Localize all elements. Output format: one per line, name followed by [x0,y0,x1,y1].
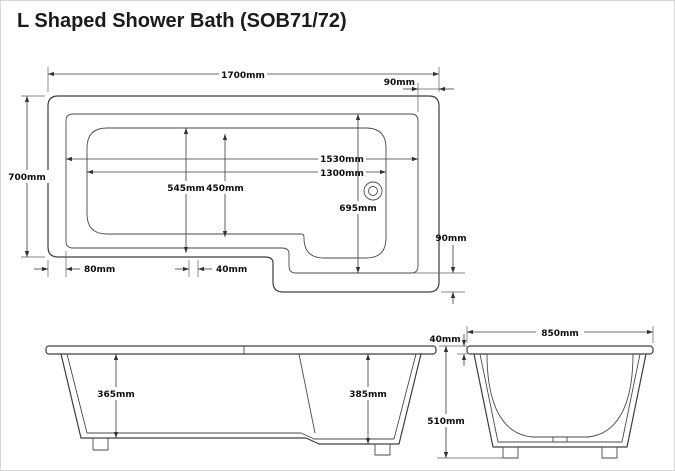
dim-overall-width-label: 700mm [8,173,46,183]
dim-shower-inner-width-label: 695mm [339,204,377,214]
side-step-wall [298,353,316,434]
end-outer-shell [473,353,647,448]
dim-end-height: 510mm [424,346,503,459]
dim-end-rim: 40mm [429,334,467,366]
end-foot-left [502,446,519,459]
end-elevation-view: 850mm 40mm 510mm [424,326,654,459]
dim-bottom-rim-label: 40mm [216,265,247,275]
plan-rim-outline [65,113,419,274]
dim-end-height-label: 510mm [427,417,465,427]
overflow-drain-inner-icon [368,186,378,196]
dim-overall-width: 700mm [5,95,49,258]
dim-overall-length: 1700mm [47,67,440,92]
dim-bath-depth: 365mm [95,354,137,438]
side-outer-shell [60,353,422,445]
end-waste-icon [552,436,568,443]
end-basin-curve [486,353,634,438]
dim-bath-width-inner: 450mm [206,134,244,237]
dim-bath-width-inner-label: 450mm [206,184,244,194]
side-foot-left [92,437,109,451]
side-inner-shell [66,353,417,440]
dim-bottom-right-rim-label: 90mm [435,234,466,244]
dim-left-rim-label: 80mm [84,265,115,275]
dim-top-right-rim-label: 90mm [384,78,415,88]
dim-rim-inner-length: 1530mm [66,152,418,165]
side-foot-right [374,443,391,456]
dim-rim-inner-length-label: 1530mm [320,155,364,165]
dim-end-rim-label: 40mm [429,335,460,345]
dim-left-rim: 80mm [34,251,115,277]
end-inner-shell [479,353,641,443]
dim-bath-depth-label: 365mm [97,390,135,400]
dim-bottom-rim: 40mm [175,260,247,277]
page-title: L Shaped Shower Bath (SOB71/72) [17,10,347,32]
dim-basin-length-label: 1300mm [320,169,364,179]
dim-end-width: 850mm [466,326,654,343]
plan-basin-outline [86,127,387,259]
dim-shower-depth: 385mm [347,354,389,444]
side-rim [45,345,437,355]
dim-shower-inner-width: 695mm [339,114,377,273]
dim-bottom-right-rim: 90mm [413,234,467,304]
overflow-drain-icon [363,181,383,201]
dim-top-right-rim: 90mm [384,78,454,112]
plan-view: 1700mm 90mm 700mm 15 [5,67,467,304]
dim-basin-length: 1300mm [87,166,386,179]
dim-bath-width-outer: 545mm [167,128,205,253]
end-foot-right [601,446,618,459]
side-elevation-view: 365mm 385mm [45,345,437,456]
dim-bath-width-outer-label: 545mm [167,184,205,194]
end-rim [466,345,654,355]
dim-shower-depth-label: 385mm [349,390,387,400]
plan-outer-outline [47,95,440,293]
dim-end-width-label: 850mm [541,329,579,339]
dim-overall-length-label: 1700mm [221,71,265,81]
